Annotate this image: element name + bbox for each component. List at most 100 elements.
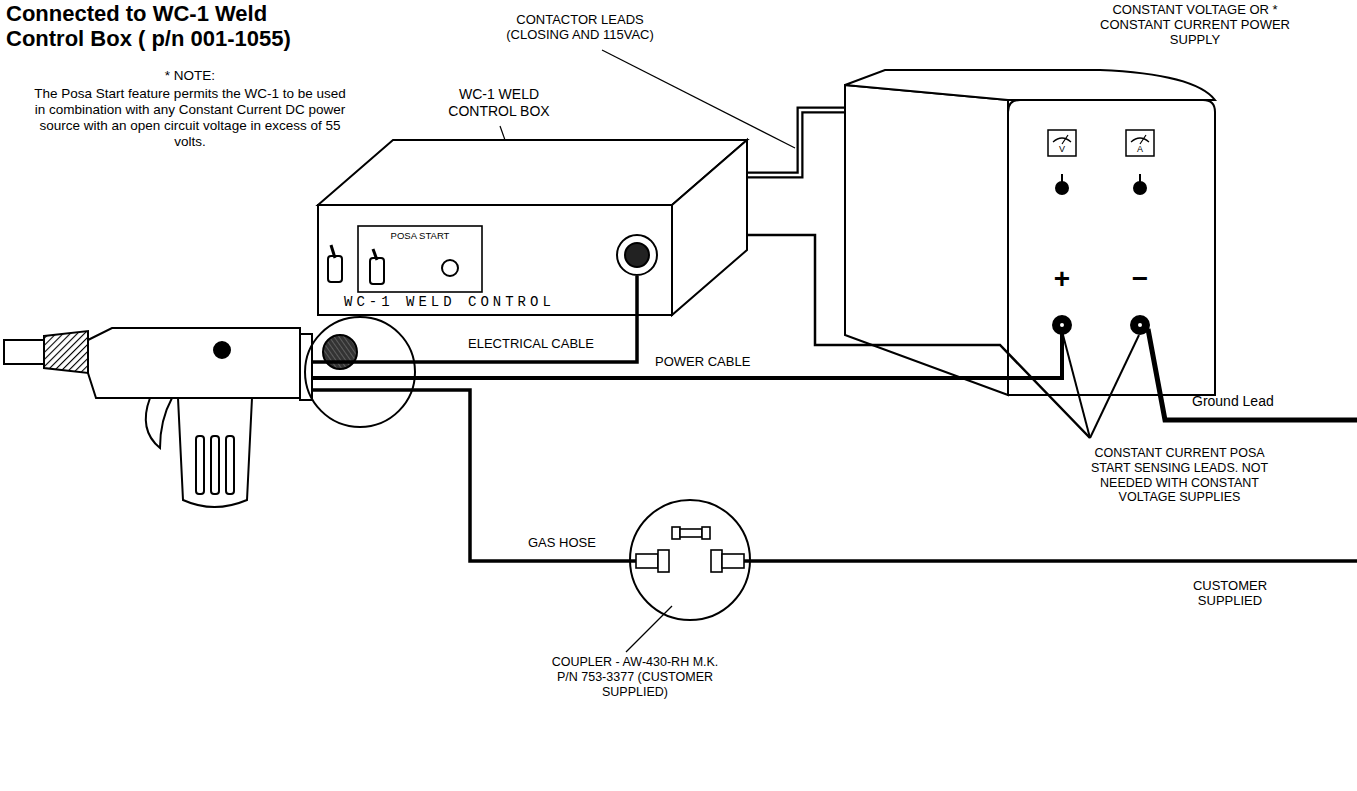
spool-gun xyxy=(4,328,312,507)
amp-meter xyxy=(1126,130,1154,156)
text-holder: ELECTRICAL CABLE xyxy=(468,336,633,351)
meter-needle xyxy=(1053,135,1071,144)
drawing-part xyxy=(318,140,747,315)
connector-group xyxy=(747,235,845,345)
ground-lead xyxy=(1148,329,1357,420)
text-holder: CONSTANT VOLTAGE OR * CONSTANT CURRENT P… xyxy=(1095,3,1295,48)
drawing-part xyxy=(680,529,702,537)
gas-hose xyxy=(312,390,1357,561)
cable-core xyxy=(747,110,845,175)
text-holder: + xyxy=(1045,262,1079,295)
text-holder: The Posa Start feature permits the WC-1 … xyxy=(28,86,352,150)
connector xyxy=(747,235,845,345)
sensing-lead xyxy=(845,345,1090,438)
toggle-lever xyxy=(331,245,335,258)
coupler-detail-circle xyxy=(630,500,750,620)
gun-body xyxy=(88,328,300,398)
power-cable xyxy=(312,334,1062,378)
supply-note: CUSTOMER SUPPLIED xyxy=(1180,578,1280,609)
part-callout: COUPLER - AW-430-RH M.K. P/N 753-3377 (C… xyxy=(545,655,725,699)
meter-needle xyxy=(1131,135,1149,144)
knob-pointer xyxy=(1061,174,1063,182)
drawing-part xyxy=(702,527,710,539)
gun-trigger xyxy=(146,398,172,448)
grip-slot xyxy=(196,436,204,494)
terminal-core xyxy=(1059,322,1065,328)
grip-slot xyxy=(211,436,219,494)
sensing-lead xyxy=(1063,335,1090,438)
connector-label: CONTACTOR LEADS (CLOSING AND 115VAC) xyxy=(490,12,670,43)
text-holder: * NOTE: xyxy=(40,68,340,84)
supply-side xyxy=(845,85,1008,395)
toggle-switch xyxy=(370,258,384,284)
toggle-lever xyxy=(373,249,377,260)
text-holder: CONSTANT CURRENT POSA START SENSING LEAD… xyxy=(1082,446,1277,505)
drawing-part xyxy=(312,276,1357,438)
box-heading: WC-1 WELD CONTROL BOX xyxy=(440,86,558,119)
gun-grip xyxy=(178,398,252,507)
terminal-sign: + xyxy=(1045,262,1079,295)
control-knob xyxy=(1056,182,1068,194)
cable-connector xyxy=(617,235,657,275)
gun-tip xyxy=(44,331,88,373)
text-holder: V xyxy=(1048,144,1076,155)
detail-circle xyxy=(305,317,415,427)
positive-terminal xyxy=(1053,316,1071,334)
text-holder: CUSTOMER SUPPLIED xyxy=(1180,578,1280,609)
text-holder: CONTACTOR LEADS (CLOSING AND 115VAC) xyxy=(490,12,670,43)
supply-top xyxy=(845,70,1215,100)
front-legend: WC-1 WELD CONTROL xyxy=(344,294,584,311)
text-holder: WC-1 WELD CONTROL BOX xyxy=(440,86,558,119)
drawing-part xyxy=(711,550,722,572)
note-text: The Posa Start feature permits the WC-1 … xyxy=(28,86,352,150)
knob-pointer xyxy=(1139,174,1141,182)
text-holder: POSA START xyxy=(360,230,480,241)
drawing-part xyxy=(658,550,669,572)
supply-front xyxy=(1008,100,1215,395)
text-holder: COUPLER - AW-430-RH M.K. P/N 753-3377 (C… xyxy=(545,655,725,699)
switch-panel xyxy=(358,226,482,292)
text-holder: − xyxy=(1123,262,1157,295)
grip-slot xyxy=(226,436,234,494)
customer-hose-line xyxy=(744,559,1357,563)
lead-label: Ground Lead xyxy=(1192,393,1322,410)
terminal-sign: − xyxy=(1123,262,1157,295)
callout-note: CONSTANT CURRENT POSA START SENSING LEAD… xyxy=(1082,446,1277,505)
drawing-part xyxy=(636,554,658,568)
terminal-core xyxy=(1137,322,1143,328)
cable-label: POWER CABLE xyxy=(655,354,805,369)
wire-spool xyxy=(323,335,357,369)
coupler xyxy=(636,527,744,572)
push-button xyxy=(442,260,458,276)
leader-line xyxy=(602,50,795,148)
text-holder: POWER CABLE xyxy=(655,354,805,369)
gun-button xyxy=(214,342,230,358)
connector-group xyxy=(747,110,845,175)
meter-label: V xyxy=(1048,144,1076,155)
sensing-lead xyxy=(1090,335,1139,438)
hose-label: GAS HOSE xyxy=(528,535,618,550)
control-knob xyxy=(1134,182,1146,194)
supply-heading: CONSTANT VOLTAGE OR * CONSTANT CURRENT P… xyxy=(1095,3,1295,48)
volt-meter xyxy=(1048,130,1076,156)
leader-line xyxy=(626,606,672,652)
text-holder: Connected to WC-1 Weld Control Box ( p/n… xyxy=(6,2,326,51)
cable-label: ELECTRICAL CABLE xyxy=(468,336,633,351)
box-side xyxy=(672,140,747,315)
text-holder: Ground Lead xyxy=(1192,393,1322,410)
cable-connector-core xyxy=(625,243,649,267)
meter-label: A xyxy=(1126,144,1154,155)
panel-label: POSA START xyxy=(360,230,480,241)
box-front xyxy=(318,205,672,315)
gun-nozzle xyxy=(4,340,44,364)
drawing-part xyxy=(722,554,744,568)
note-heading: * NOTE: xyxy=(40,68,340,84)
electrical-cable xyxy=(312,276,637,362)
text-holder: A xyxy=(1126,144,1154,155)
control-box-outline xyxy=(318,140,747,315)
toggle-switch xyxy=(328,256,342,282)
connector xyxy=(747,110,845,175)
text-holder: WC-1 WELD CONTROL xyxy=(344,294,584,311)
control-box: WC-1 WELD CONTROL BOXPOSA STARTWC-1 WELD… xyxy=(318,140,747,315)
